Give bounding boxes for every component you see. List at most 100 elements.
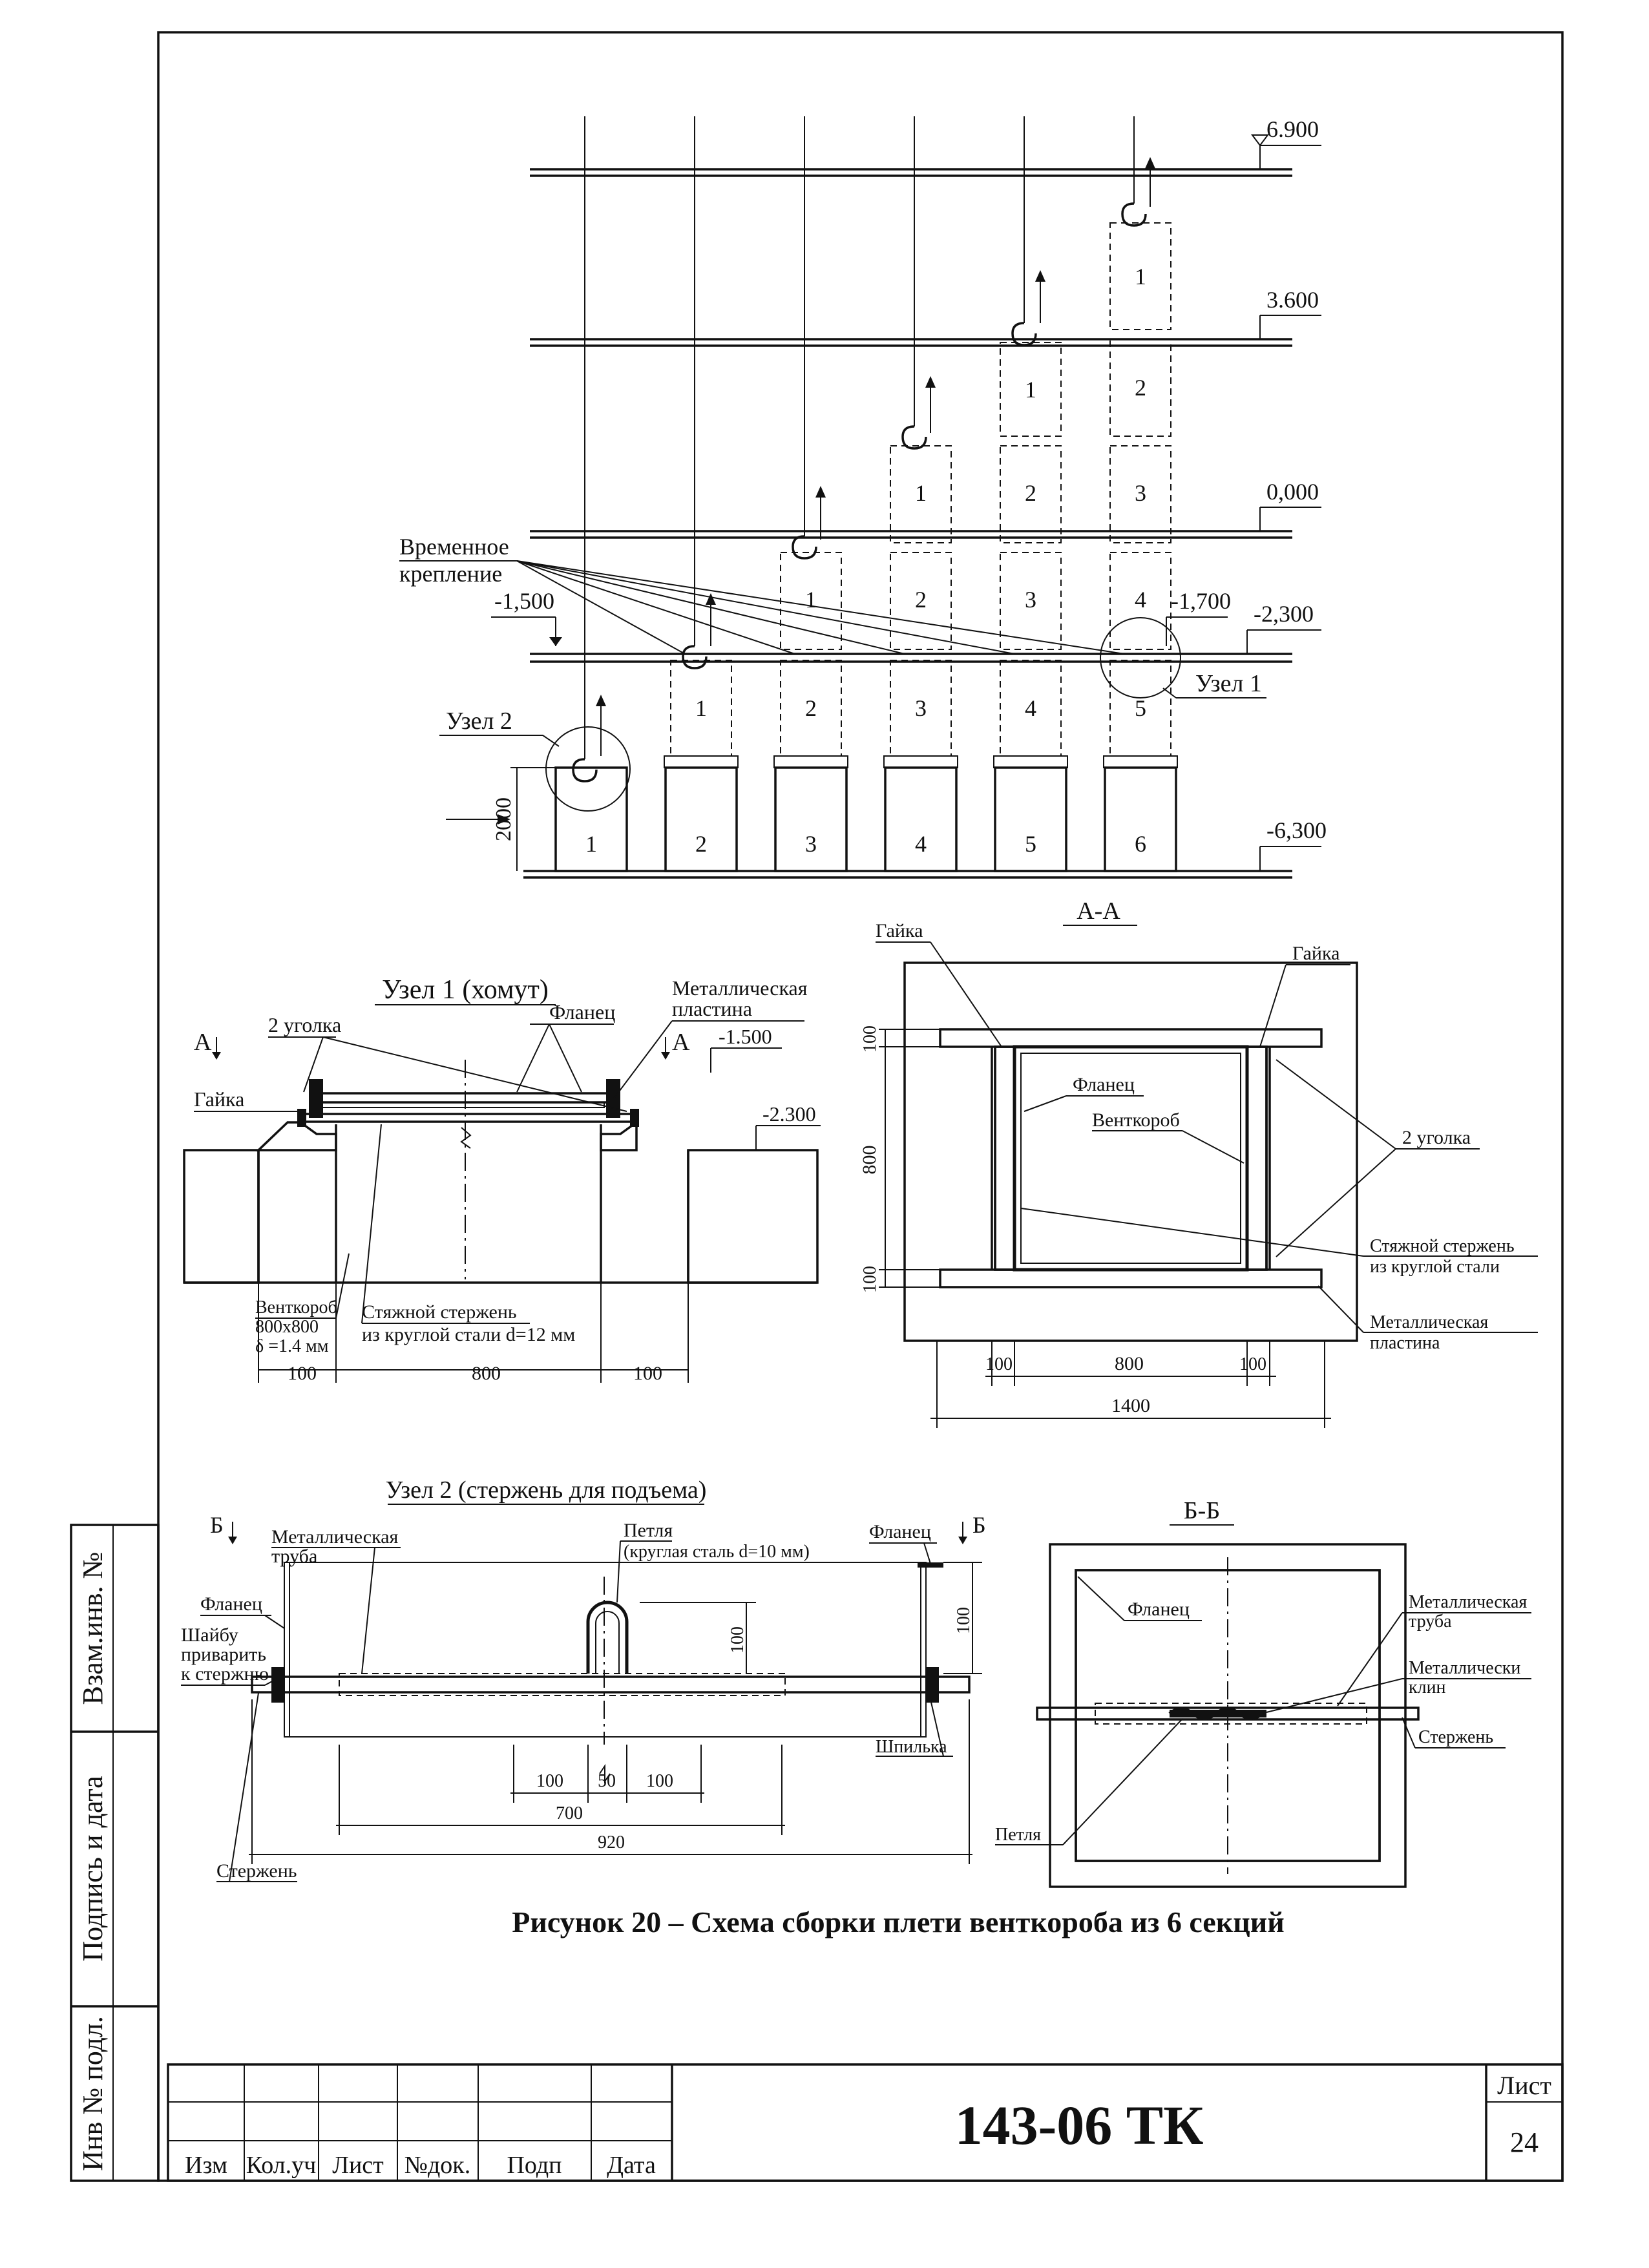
section-bb-title: Б-Б [1184, 1497, 1220, 1524]
bb-rod-label: Стержень [1418, 1727, 1493, 1747]
assembly-stage-1: 1 [545, 116, 631, 872]
aa-angles-label: 2 уголка [1402, 1127, 1471, 1148]
sheet-frame [157, 31, 1564, 2182]
section-number: 3 [805, 831, 817, 857]
temp-fixing-leaders: Временное крепление [399, 534, 1125, 655]
bb-loop-label: Петля [995, 1825, 1041, 1845]
section-aa: А-А Гайка Гайка Фланец Венткороб 2 уголк… [859, 898, 1538, 1428]
section-number: 2 [1135, 375, 1146, 401]
level-0000: 0,000 [1266, 479, 1319, 505]
doc-code: 143-06 ТК [955, 2094, 1204, 2156]
node2-flange-right-label: Фланец [869, 1521, 931, 1542]
assembly-stage-6: 6 5 4 3 2 1 [1100, 116, 1181, 872]
sheet-label: Лист [1497, 2071, 1551, 2100]
aa-plate-label-2: пластина [1370, 1333, 1440, 1353]
section-number: 1 [805, 587, 817, 613]
bb-pipe-label-1: Металлическая [1409, 1592, 1527, 1612]
node2-dim-50: 50 [598, 1771, 616, 1791]
node1-level-bottom: -2.300 [762, 1102, 816, 1126]
tb-col-sign: Подп [507, 2152, 562, 2179]
node2-washer-label-3: к стержню [181, 1663, 269, 1685]
tb-col-izm: Изм [185, 2152, 227, 2179]
node2-dim-100-b: 100 [646, 1771, 673, 1791]
stamp-original-inv: Инв № подл. [77, 2016, 109, 2171]
node2-dim-100-a: 100 [536, 1771, 563, 1791]
aa-dim-h-100-left: 100 [985, 1354, 1013, 1374]
tb-col-date: Дата [607, 2152, 656, 2179]
level-minus-1500: -1,500 [494, 588, 554, 614]
cut-mark-a-left: А [194, 1029, 212, 1056]
node1-title: Узел 1 (хомут) [382, 975, 549, 1005]
section-number: 5 [1025, 831, 1036, 857]
temp-fix-label-1: Временное [399, 534, 509, 560]
node1-nut-label: Гайка [194, 1087, 244, 1111]
section-number: 2 [695, 831, 707, 857]
node2-flange-left-label: Фланец [200, 1593, 262, 1615]
node1-plate-label-1: Металлическая [672, 976, 808, 1000]
sheet-number: 24 [1510, 2126, 1539, 2158]
node1-level-top: -1.500 [719, 1025, 772, 1048]
node1-rod-label-1: Стяжной стержень [362, 1301, 517, 1323]
tb-col-doc: №док. [404, 2152, 471, 2179]
aa-dim-h-100-right: 100 [1239, 1354, 1266, 1374]
node2-detail: Узел 2 (стержень для подъема) Металличес… [181, 1476, 986, 1882]
node1-flange-label: Фланец [549, 1000, 615, 1024]
node1-dim-100-left: 100 [288, 1363, 317, 1384]
level-marks: 6.900 3.600 0,000 -2,300 -6,300 -1,500 -… [491, 116, 1327, 871]
node2-dim-100-loop: 100 [728, 1626, 748, 1654]
temp-fix-label-2: крепление [399, 561, 502, 587]
assembly-stage-2: 2 1 [664, 116, 739, 872]
node1-duct-label-3: δ =1.4 мм [255, 1336, 329, 1356]
section-number: 1 [1025, 377, 1036, 403]
assembly-view: 6.900 3.600 0,000 -2,300 -6,300 -1,500 -… [399, 116, 1327, 879]
section-aa-title: А-А [1077, 898, 1120, 925]
aa-dim-h-800: 800 [1115, 1353, 1144, 1374]
node1-angles-label: 2 уголка [268, 1013, 341, 1036]
section-number: 2 [915, 587, 927, 613]
figure-caption: Рисунок 20 – Схема сборки плети венткоро… [512, 1906, 1284, 1938]
cut-mark-b-right: Б [972, 1512, 986, 1538]
node2-dim-700: 700 [556, 1803, 583, 1823]
section-number: 1 [695, 695, 707, 721]
stamp-replacement-inv: Взам.инв. № [77, 1552, 109, 1705]
node2-loop-label-2: (круглая сталь d=10 мм) [624, 1542, 810, 1562]
section-number: 3 [1135, 480, 1146, 506]
aa-dim-1400: 1400 [1111, 1395, 1150, 1416]
level-minus-1700: -1,700 [1171, 588, 1231, 614]
section-number: 4 [915, 831, 927, 857]
node1-plate-label-2: пластина [672, 997, 752, 1020]
aa-dim-v-800: 800 [859, 1146, 880, 1175]
node2-washer-label-2: приварить [181, 1644, 266, 1665]
section-number: 4 [1025, 695, 1036, 721]
section-number: 5 [1135, 695, 1146, 721]
bb-pipe-label-2: труба [1409, 1612, 1452, 1632]
node1-duct-label-2: 800х800 [255, 1317, 319, 1337]
stamp-signature-date: Подпись и дата [77, 1776, 109, 1961]
tb-col-kol: Кол.уч [246, 2152, 317, 2179]
node1-callout-circle [1100, 617, 1181, 698]
cut-mark-b-left: Б [210, 1512, 224, 1538]
node1-label: Узел 1 [1195, 670, 1262, 697]
node2-dim-920: 920 [598, 1832, 625, 1853]
node1-duct-label-1: Венткороб [255, 1297, 337, 1318]
section-number: 2 [805, 695, 817, 721]
node2-pipe-label-2: труба [271, 1546, 317, 1567]
level-6900: 6.900 [1266, 116, 1319, 142]
aa-rod-label-1: Стяжной стержень [1370, 1236, 1515, 1256]
assembly-stage-5: 5 4 3 2 1 [993, 116, 1068, 872]
section-number: 6 [1135, 831, 1146, 857]
node2-callout-circle [545, 726, 631, 812]
node2-pipe-label-1: Металлическая [271, 1526, 399, 1548]
node2-dim-100-flange: 100 [954, 1607, 974, 1634]
aa-rod-label-2: из круглой стали [1370, 1257, 1500, 1277]
aa-dim-v-100-bottom: 100 [860, 1266, 880, 1293]
section-bb: Б-Б Фланец Металлическая труба Металличе… [995, 1497, 1531, 1888]
section-number: 2 [1025, 480, 1036, 506]
node1-detail: Узел 1 (хомут) 2 уголка Фланец Металличе… [183, 975, 821, 1384]
node2-label: Узел 2 [446, 708, 512, 735]
aa-nut-left-label: Гайка [876, 920, 923, 941]
bb-wedge-label-1: Металлически [1409, 1658, 1520, 1678]
aa-dim-v-100-top: 100 [860, 1025, 880, 1053]
node1-dim-800: 800 [472, 1363, 501, 1384]
